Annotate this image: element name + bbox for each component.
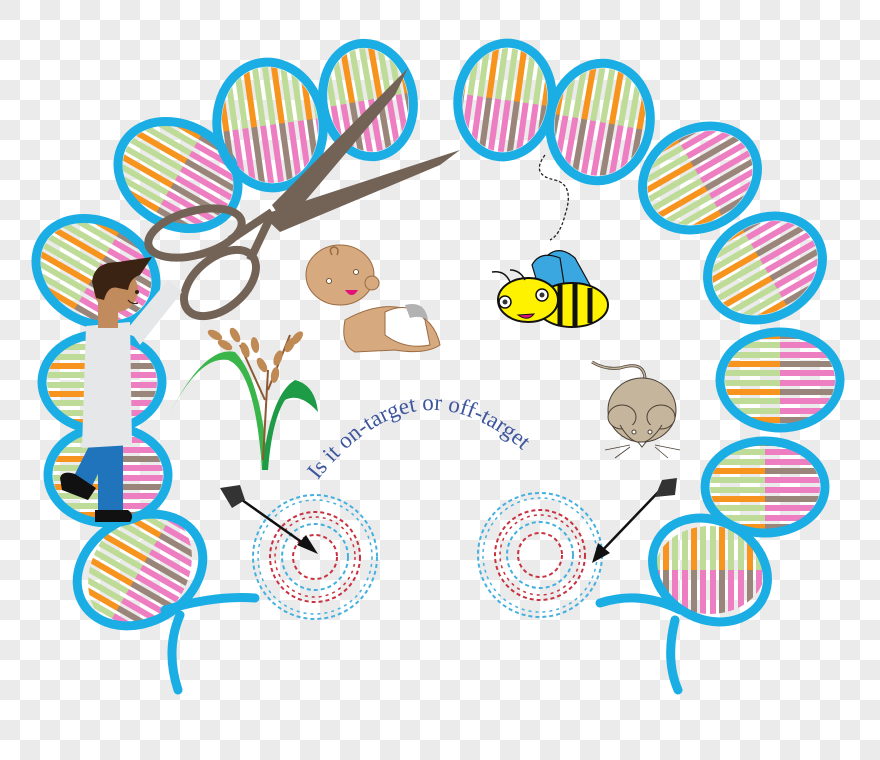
arrowhead [592, 543, 610, 563]
scientist [60, 257, 182, 522]
crawling-baby [305, 244, 441, 353]
dna-tail [167, 610, 185, 695]
left-target-with-arrow [220, 485, 378, 620]
mouse [591, 360, 681, 459]
rice-plant [170, 327, 318, 470]
flying-bee [491, 154, 609, 328]
dna-loop [453, 38, 557, 162]
dna-loop [545, 58, 655, 186]
arrowhead [297, 535, 318, 554]
dna-loop [648, 513, 772, 627]
dna-loop [700, 436, 830, 538]
arrow-shaft [597, 484, 666, 556]
dna-loop [318, 38, 418, 162]
scissors [144, 68, 460, 321]
arrow-fletching [655, 478, 677, 497]
dna-loop [715, 327, 845, 433]
arrow-shaft [234, 493, 311, 550]
dna-loop [703, 211, 827, 325]
dna-loop [638, 121, 762, 235]
right-target-with-arrow [477, 478, 677, 618]
dna-tail [595, 593, 685, 615]
arrow-fletching [220, 485, 245, 508]
dna-tail [160, 593, 260, 615]
dna-tail [666, 615, 683, 695]
on-off-target-caption: Is it on-target or off-target [302, 390, 536, 483]
dna-double-helix-arch [31, 38, 845, 695]
